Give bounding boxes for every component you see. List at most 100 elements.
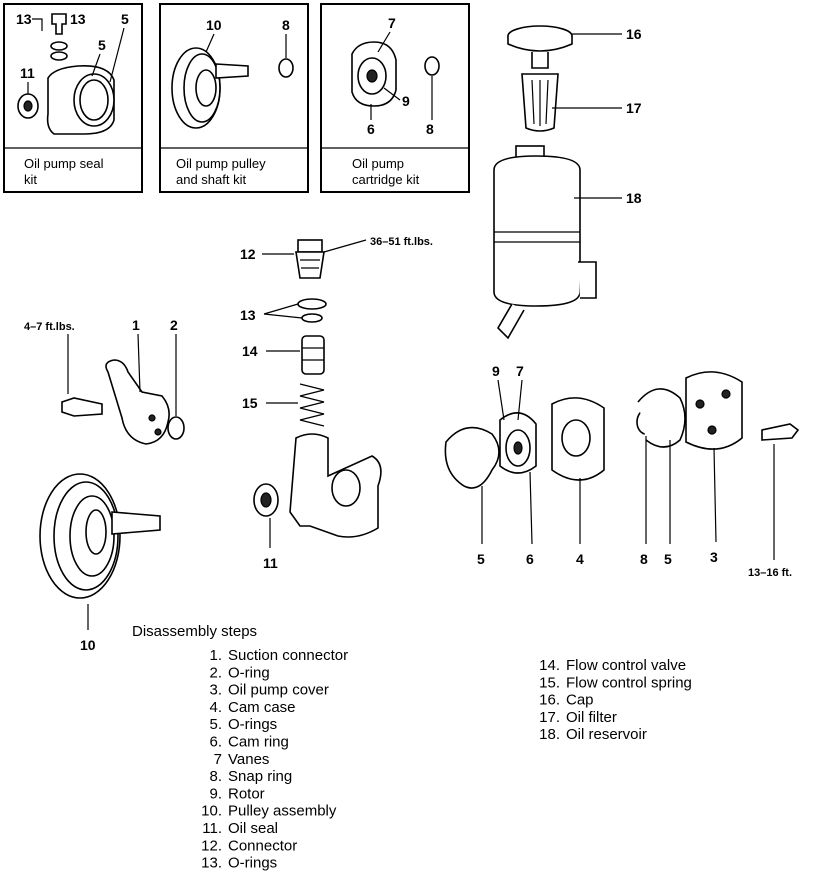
leader-line bbox=[377, 31, 391, 53]
bolt-hole bbox=[154, 428, 162, 436]
cap-side-part bbox=[507, 36, 573, 52]
oil-pump-cover-part bbox=[685, 371, 743, 450]
leader-line bbox=[323, 239, 367, 253]
o-ring-part bbox=[637, 388, 686, 448]
connector-body-part bbox=[295, 251, 325, 279]
o-ring-part bbox=[297, 298, 327, 310]
callout-13: 13 bbox=[70, 11, 86, 27]
callout-6: 6 bbox=[526, 551, 534, 567]
snap-ring-part bbox=[278, 58, 294, 78]
kit-label-line2: and shaft kit bbox=[176, 172, 246, 187]
callout-5: 5 bbox=[477, 551, 485, 567]
leader-line bbox=[91, 53, 101, 77]
step-number: 9. bbox=[209, 785, 222, 802]
connector-head-part bbox=[297, 239, 323, 253]
step-number: 13. bbox=[201, 855, 222, 872]
center-stack: 12 36–51 ft.lbs. 13 14 15 11 bbox=[240, 236, 433, 571]
flow-control-valve-part bbox=[301, 335, 325, 375]
kit-label-line1: Oil pump seal bbox=[24, 156, 104, 171]
step-text: Vanes bbox=[228, 751, 269, 768]
callout-9: 9 bbox=[492, 363, 500, 379]
step-number: 16. bbox=[539, 692, 560, 709]
step-number: 11. bbox=[202, 820, 222, 837]
kit-label-line1: Oil pump pulley bbox=[176, 156, 266, 171]
pulley-hub-part bbox=[85, 509, 107, 555]
o-ring-part bbox=[50, 41, 68, 51]
cap-stem-part bbox=[531, 52, 549, 69]
flow-control-spring-part bbox=[299, 383, 325, 427]
rotor-center bbox=[513, 441, 523, 455]
shaft-part bbox=[111, 511, 161, 535]
leader-line bbox=[529, 471, 533, 545]
shaft-part bbox=[215, 63, 249, 79]
bolt-part bbox=[61, 397, 103, 417]
right-group: 9 7 5 6 4 8 5 3 13–16 ft. bbox=[444, 363, 800, 579]
reservoir-pipe-part bbox=[496, 303, 525, 340]
oil-seal-hole bbox=[260, 492, 272, 508]
step-number: 1. bbox=[209, 647, 222, 664]
bolt-hole bbox=[695, 399, 705, 409]
o-ring-inner-part bbox=[79, 79, 109, 121]
bolt-hole bbox=[148, 414, 156, 422]
callout-13: 13 bbox=[16, 11, 32, 27]
o-ring-part bbox=[444, 426, 500, 489]
callout-17: 17 bbox=[626, 100, 642, 116]
step-text: O-rings bbox=[228, 855, 277, 872]
leader-line bbox=[109, 27, 125, 83]
callout-9: 9 bbox=[402, 93, 410, 109]
snap-ring-part bbox=[424, 56, 440, 76]
step-text: Pulley assembly bbox=[228, 803, 337, 820]
callout-5: 5 bbox=[664, 551, 672, 567]
step-number: 14. bbox=[539, 657, 560, 674]
step-text: Oil reservoir bbox=[566, 726, 647, 743]
steps-heading: Disassembly steps bbox=[132, 623, 257, 640]
callout-7: 7 bbox=[388, 15, 396, 31]
callout-5: 5 bbox=[121, 11, 129, 27]
kit-box-frame bbox=[320, 3, 470, 193]
step-text: Cam case bbox=[228, 699, 296, 716]
callout-14: 14 bbox=[242, 343, 258, 359]
step-text: Flow control valve bbox=[566, 657, 686, 674]
callout-4: 4 bbox=[576, 551, 584, 567]
step-text: O-ring bbox=[228, 664, 270, 681]
leader-line bbox=[263, 303, 299, 315]
leader-line bbox=[497, 379, 505, 421]
leader-line bbox=[137, 333, 141, 393]
callout-11: 11 bbox=[263, 555, 278, 571]
step-number: 3. bbox=[209, 682, 222, 699]
kit-box-pulley: Oil pump pulley and shaft kit 10 8 bbox=[159, 3, 309, 193]
kit-label-line2: kit bbox=[24, 172, 37, 187]
step-number: 5. bbox=[209, 716, 222, 733]
callout-10: 10 bbox=[206, 17, 222, 33]
step-text: O-rings bbox=[228, 716, 277, 733]
o-ring-part bbox=[167, 416, 185, 440]
step-text: Suction connector bbox=[228, 647, 348, 664]
bolt-hole bbox=[707, 425, 717, 435]
leader-line bbox=[383, 87, 401, 101]
cam-case-bore bbox=[561, 419, 591, 457]
step-number: 4. bbox=[209, 699, 222, 716]
kit-label-line1: Oil pump bbox=[352, 156, 404, 171]
left-group: 4–7 ft.lbs. 1 2 10 bbox=[24, 317, 185, 653]
torque-cover: 13–16 ft. bbox=[748, 567, 792, 579]
callout-18: 18 bbox=[626, 190, 642, 206]
step-number: 6. bbox=[209, 734, 222, 751]
reservoir-outlet-part bbox=[578, 261, 597, 299]
step-text: Oil seal bbox=[228, 820, 278, 837]
leader-line bbox=[517, 379, 523, 421]
filter-rib bbox=[531, 79, 535, 125]
step-number: 8. bbox=[209, 768, 222, 785]
step-number: 15. bbox=[539, 674, 560, 691]
callout-5: 5 bbox=[98, 37, 106, 53]
o-ring-part bbox=[301, 313, 323, 323]
leader-line bbox=[713, 447, 717, 543]
torque-suction: 4–7 ft.lbs. bbox=[24, 321, 75, 333]
o-ring-part bbox=[50, 51, 68, 61]
filter-rib bbox=[545, 79, 549, 125]
step-text: Connector bbox=[228, 837, 297, 854]
disassembly-steps: Disassembly steps 1.Suction connector2.O… bbox=[132, 623, 692, 872]
callout-13: 13 bbox=[240, 307, 256, 323]
